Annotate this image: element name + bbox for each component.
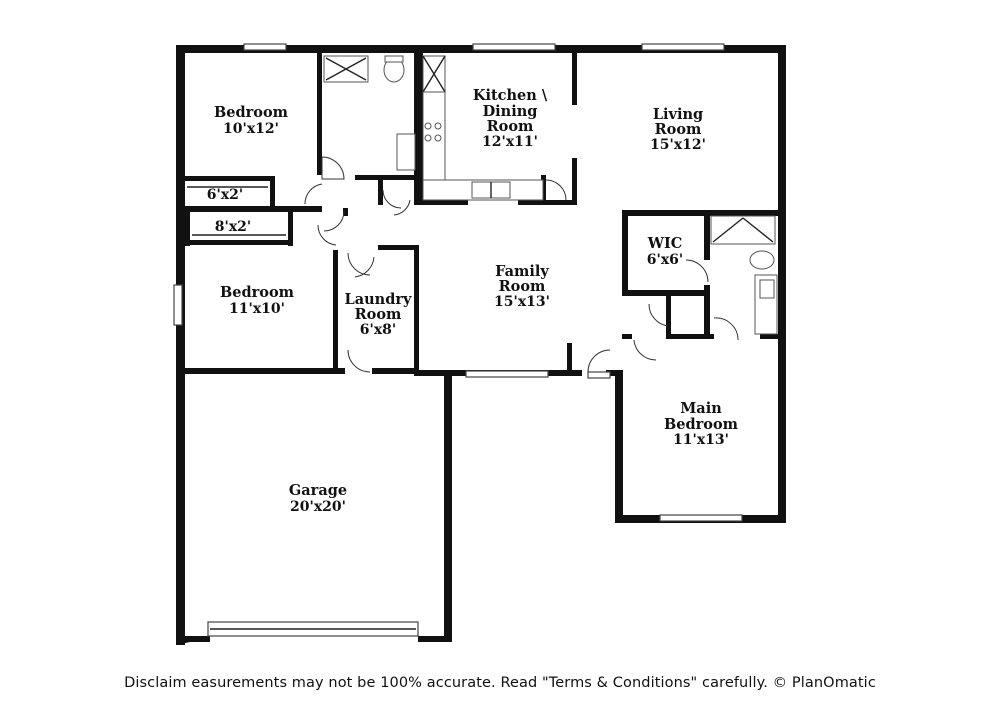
room-size: 6'x6' <box>647 252 683 268</box>
room-name-line2: Room <box>655 121 702 138</box>
room-family: Family Room 15'x13' <box>494 263 550 310</box>
room-bedroom-upper: Bedroom 10'x12' <box>214 104 289 137</box>
room-name: Garage <box>289 482 347 499</box>
closet-upper-size: 6'x2' <box>207 187 243 203</box>
room-living: Living Room 15'x12' <box>650 106 706 153</box>
room-size: 11'x13' <box>673 432 729 448</box>
room-main-bedroom: Main Bedroom 11'x13' <box>664 400 739 448</box>
room-kitchen-dining: Kitchen \ Dining Room 12'x11' <box>473 87 548 150</box>
room-name-line1: Kitchen \ <box>473 87 548 104</box>
doors <box>304 156 739 373</box>
fixtures <box>323 55 778 335</box>
room-laundry: Laundry Room 6'x8' <box>345 291 412 338</box>
room-name-line2: Room <box>499 278 546 295</box>
room-size: 12'x11' <box>482 134 538 150</box>
room-size: 10'x12' <box>223 121 279 137</box>
room-size: 11'x10' <box>229 301 285 317</box>
room-name-line2: Room <box>355 306 402 323</box>
room-garage: Garage 20'x20' <box>289 482 347 515</box>
room-name-line2: Dining <box>483 103 538 120</box>
room-wic: WIC 6'x6' <box>647 235 684 268</box>
room-name: Bedroom <box>220 284 295 301</box>
room-name-line1: Family <box>495 263 549 280</box>
room-name-line1: Laundry <box>345 291 412 308</box>
room-name: WIC <box>647 235 683 252</box>
room-size: 6'x8' <box>360 322 396 338</box>
room-name-line2: Bedroom <box>664 416 739 433</box>
interior-walls <box>185 53 786 376</box>
room-name-line3: Room <box>487 118 534 135</box>
closet-lower-size: 8'x2' <box>215 219 251 235</box>
room-size: 20'x20' <box>290 499 346 515</box>
room-size: 15'x13' <box>494 294 550 310</box>
windows <box>173 43 743 637</box>
room-size: 15'x12' <box>650 137 706 153</box>
disclaimer-text: Disclaim easurements may not be 100% acc… <box>124 675 876 691</box>
room-name-line1: Main <box>680 400 722 417</box>
room-bedroom-lower: Bedroom 11'x10' <box>220 284 295 317</box>
room-name-line1: Living <box>653 106 703 123</box>
room-name: Bedroom <box>214 104 289 121</box>
